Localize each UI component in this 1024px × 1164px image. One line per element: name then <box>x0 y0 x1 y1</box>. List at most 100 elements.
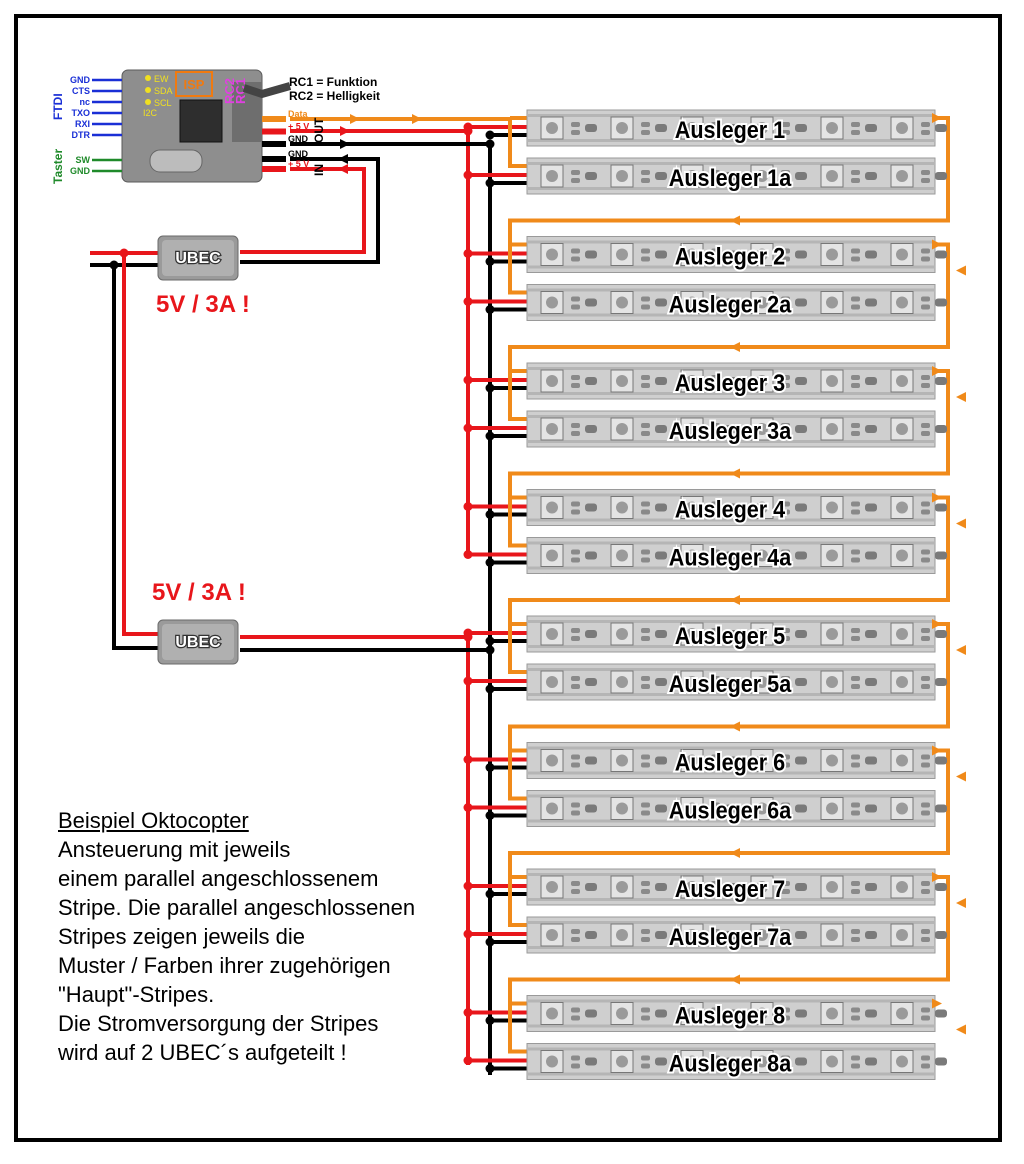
smd-resistor <box>921 130 930 135</box>
smd-resistor <box>571 170 580 175</box>
smd-capacitor <box>725 551 737 560</box>
smd-resistor <box>571 802 580 808</box>
description-line: Stripe. Die parallel angeschlossenen <box>58 895 416 920</box>
junction-dot <box>119 248 129 258</box>
smd-resistor <box>711 762 720 768</box>
plus-junction-dot <box>463 676 473 686</box>
smd-resistor <box>781 375 790 380</box>
strip-label: Ausleger 1a <box>669 164 792 191</box>
data-parallel-wire <box>508 750 533 801</box>
smd-resistor <box>571 810 580 816</box>
smd-resistor <box>571 375 580 380</box>
smd-capacitor <box>725 630 737 638</box>
smd-resistor <box>711 509 720 515</box>
smd-resistor <box>781 1007 790 1013</box>
smd-capacitor <box>655 804 667 813</box>
smd-resistor <box>851 304 860 310</box>
led-lens <box>826 501 838 514</box>
smd-capacitor <box>585 931 597 939</box>
taster-label: Taster <box>51 149 65 184</box>
smd-capacitor <box>585 377 597 385</box>
smd-capacitor <box>935 425 947 433</box>
strip-label: Ausleger 4a <box>669 543 792 570</box>
smd-resistor <box>711 122 720 127</box>
arrow-icon <box>340 126 350 136</box>
smd-resistor <box>851 881 860 886</box>
led-lens <box>756 802 768 815</box>
description-line: "Haupt"-Stripes. <box>58 982 215 1007</box>
data-parallel-wire <box>508 244 533 295</box>
ubec-rating-label: 5V / 3A ! <box>156 291 250 318</box>
led-strip: Ausleger 5a <box>526 663 947 701</box>
smd-capacitor <box>655 377 667 385</box>
smd-capacitor <box>585 172 597 180</box>
ftdi-pin-label: DTR <box>72 130 91 140</box>
smd-resistor <box>571 684 580 689</box>
smd-capacitor <box>725 804 737 813</box>
i2c-pin <box>145 75 151 81</box>
led-lens <box>826 1007 838 1020</box>
smd-resistor <box>641 889 650 894</box>
smd-resistor <box>781 937 790 942</box>
smd-resistor <box>781 170 790 175</box>
data-parallel-wire <box>508 877 533 927</box>
smd-resistor <box>711 929 720 934</box>
arrow-icon <box>730 848 740 858</box>
smd-resistor <box>571 248 580 254</box>
smd-capacitor <box>865 551 877 560</box>
led-lens <box>686 802 698 815</box>
smd-capacitor <box>935 678 947 686</box>
led-lens <box>756 676 768 688</box>
arrow-icon <box>730 595 740 605</box>
gnd-junction-dot <box>485 1064 495 1073</box>
ubec1-plus-wire <box>240 167 366 254</box>
smd-resistor <box>851 431 860 436</box>
smd-resistor <box>781 754 790 760</box>
strip-label: Ausleger 3a <box>669 417 792 444</box>
smd-resistor <box>851 557 860 563</box>
smd-resistor <box>851 810 860 816</box>
out-label: OUT <box>312 117 326 143</box>
smd-capacitor <box>935 804 947 813</box>
arrow-icon <box>956 771 966 782</box>
smd-capacitor <box>865 931 877 939</box>
smd-resistor <box>851 1007 860 1013</box>
smd-resistor <box>851 170 860 175</box>
strip-trace <box>527 771 935 775</box>
strip-trace <box>527 541 935 545</box>
smd-capacitor <box>585 883 597 891</box>
smd-capacitor <box>935 298 947 307</box>
smd-capacitor <box>865 1057 877 1066</box>
smd-capacitor <box>795 124 807 132</box>
smd-resistor <box>711 178 720 183</box>
arrow-icon <box>730 974 740 985</box>
led-lens <box>546 375 558 387</box>
led-lens <box>756 248 768 261</box>
smd-capacitor <box>725 124 737 132</box>
strip-trace <box>527 1024 935 1028</box>
led-lens <box>546 1007 558 1020</box>
led-lens <box>616 170 628 182</box>
arrow-icon <box>956 265 966 276</box>
i2c-label: I2C <box>143 108 158 118</box>
smd-resistor <box>571 628 580 633</box>
i2c-pin <box>145 87 151 93</box>
led-lens <box>896 423 908 435</box>
description-line: wird auf 2 UBEC´s aufgeteilt ! <box>58 1040 347 1065</box>
strip-label: Ausleger 3 <box>675 369 785 396</box>
gnd-junction-dot <box>485 305 495 314</box>
smd-resistor <box>711 248 720 254</box>
led-lens <box>546 549 558 562</box>
smd-capacitor <box>655 678 667 686</box>
arrow-icon <box>730 342 740 352</box>
smd-capacitor <box>725 425 737 433</box>
out-pin <box>262 116 286 122</box>
smd-resistor <box>641 1055 650 1061</box>
led-lens <box>896 501 908 514</box>
ubec-face <box>162 624 234 660</box>
led-lens <box>826 929 838 941</box>
gnd-junction-dot <box>485 178 495 188</box>
smd-capacitor <box>795 630 807 638</box>
smd-capacitor <box>795 1009 807 1018</box>
smd-resistor <box>711 130 720 135</box>
